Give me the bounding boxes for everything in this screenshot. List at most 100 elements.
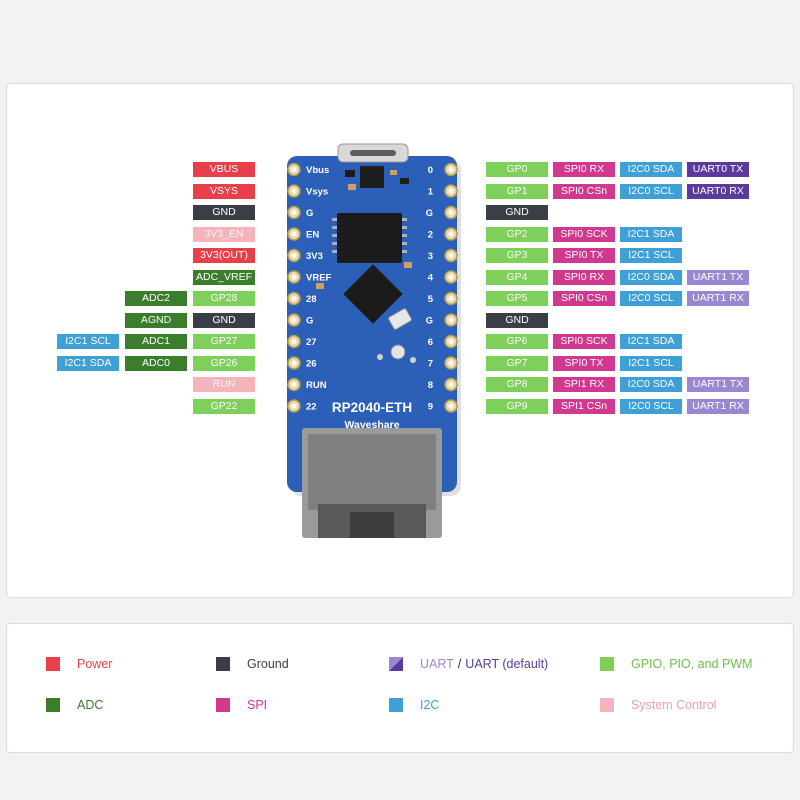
silkscreen-label: 27 [306,337,317,348]
pin-tag-3v3-en: 3V3_EN [193,226,255,242]
legend-item-spi: SPI [216,697,267,713]
pin-tag-spi0-csn: SPI0 CSn [553,291,615,306]
silkscreen-label: G [306,208,313,219]
pin-tag-gp28: GP28 [193,291,255,306]
silkscreen-label: 3 [428,251,433,262]
pin-tag-gp4: GP4 [486,269,548,285]
silkscreen-label: 9 [428,402,433,413]
right-pin-pad-3-hole [448,231,454,237]
silkscreen-label: 7 [428,359,433,370]
pin-tag-gp5: GP5 [486,291,548,306]
pin-tag-run: RUN [193,377,255,392]
pin-tag-i2c1-sda: I2C1 SDA [620,334,682,349]
pin-tag-agnd: AGND [125,312,187,328]
legend-label-uart: UART [420,657,454,671]
legend-label-adc: ADC [77,698,104,712]
left-pin-pad-3-hole [291,231,297,237]
silkscreen-label: G [426,208,433,219]
legend-swatch-uart-icon [389,657,403,671]
legend-item-adc: ADC [46,697,103,713]
legend-label-system: System Control [631,698,717,712]
left-pin-pad-2-hole [291,209,297,216]
silkscreen-label: G [426,316,433,327]
left-pin-pad-1-hole [291,188,297,194]
silkscreen-label: 22 [306,402,317,413]
pin-tag-i2c1-sda: I2C1 SDA [620,226,682,242]
pin-tag-uart1-rx: UART1 RX [687,291,749,306]
rp2040-chip-icon [343,264,403,324]
usb-c-port-icon [350,150,396,156]
legend-swatch-system-icon [600,698,614,712]
led-icon [377,354,383,360]
silkscreen-label: 4 [428,273,434,284]
pin-tag-uart0-rx: UART0 RX [687,183,749,199]
legend-swatch-spi-icon [216,698,230,712]
right-pin-pad-8-hole [448,338,454,345]
component-icon [316,283,324,289]
silkscreen-label: 8 [428,380,433,391]
pin-tag-i2c1-scl: I2C1 SCL [620,355,682,371]
pin-tag-gp26: GP26 [193,355,255,371]
pin-tag-spi0-rx: SPI0 RX [553,162,615,177]
pin-tag-adc0: ADC0 [125,355,187,371]
component-icon [390,170,397,175]
silkscreen-label: Vsys [306,187,328,198]
pin-tag-gnd: GND [486,205,548,220]
left-pin-pad-8-hole [291,338,297,345]
right-pin-pad-5-hole [448,274,454,280]
legend-swatch-gpio-icon [600,657,614,671]
pin-tag-gp8: GP8 [486,377,548,392]
pin-tag-i2c0-scl: I2C0 SCL [620,291,682,306]
legend-panel: Power Ground UART / UART (default) GPIO,… [6,623,794,753]
pin-tag-gp9: GP9 [486,398,548,414]
silkscreen-label: EN [306,230,319,241]
left-pin-pad-0-hole [291,166,297,173]
pin-tag-gp0: GP0 [486,162,548,177]
right-pin-pad-6-hole [448,295,454,302]
pin-tag-uart1-tx: UART1 TX [687,377,749,392]
pin-tag-gp27: GP27 [193,334,255,349]
pin-tag-vsys: VSYS [193,183,255,199]
pins-layer: VbusVsysGEN3V3VREF28G2726RUN2201G2345G67… [287,162,458,413]
legend-label-spi: SPI [247,698,268,712]
board-name: RP2040-ETH [332,400,412,415]
pin-tag-spi0-sck: SPI0 SCK [553,334,615,349]
right-pin-pad-9-hole [448,360,454,366]
silkscreen-label: 5 [428,294,434,305]
pin-tag-uart0-tx: UART0 TX [687,162,749,177]
legend-item-power: Power [46,656,112,672]
right-pin-pad-1-hole [448,188,454,194]
pin-tag-i2c0-sda: I2C0 SDA [620,269,682,285]
pin-tag-i2c1-scl: I2C1 SCL [57,334,119,349]
legend-swatch-adc-icon [46,698,60,712]
pin-tag-gnd: GND [486,312,548,328]
ethernet-chip-icon [337,213,402,263]
ethernet-jack-shell-icon [308,434,436,510]
legend-item-i2c: I2C [389,697,439,713]
silkscreen-label: 2 [428,230,433,241]
pin-tag-uart1-rx: UART1 RX [687,398,749,414]
left-pin-pad-4-hole [291,252,297,259]
legend-label-i2c: I2C [420,698,440,712]
pin-tag-gp6: GP6 [486,334,548,349]
pcb-board [287,156,457,492]
crystal-icon [388,308,412,330]
pin-tag-gp7: GP7 [486,355,548,371]
pin-tag-gp3: GP3 [486,248,548,263]
pin-tag-gnd: GND [193,312,255,328]
pin-tag-spi1-csn: SPI1 CSn [553,398,615,414]
pin-tag-gp1: GP1 [486,183,548,199]
pin-tag-spi0-sck: SPI0 SCK [553,226,615,242]
legend-label-gpio: GPIO, PIO, and PWM [631,657,753,671]
right-pin-pad-10-hole [448,381,454,388]
regulator-chip-icon [360,166,384,188]
pin-tag-uart1-tx: UART1 TX [687,269,749,285]
pin-tag-3v3-out-: 3V3(OUT) [193,248,255,263]
ethernet-chip-legs-icon [332,218,407,253]
silkscreen-label: VREF [306,273,332,284]
right-pin-pad-4-hole [448,252,454,259]
pin-tag-spi0-csn: SPI0 CSn [553,183,615,199]
pin-tag-spi1-rx: SPI1 RX [553,377,615,392]
right-pin-pad-0-hole [448,166,454,173]
